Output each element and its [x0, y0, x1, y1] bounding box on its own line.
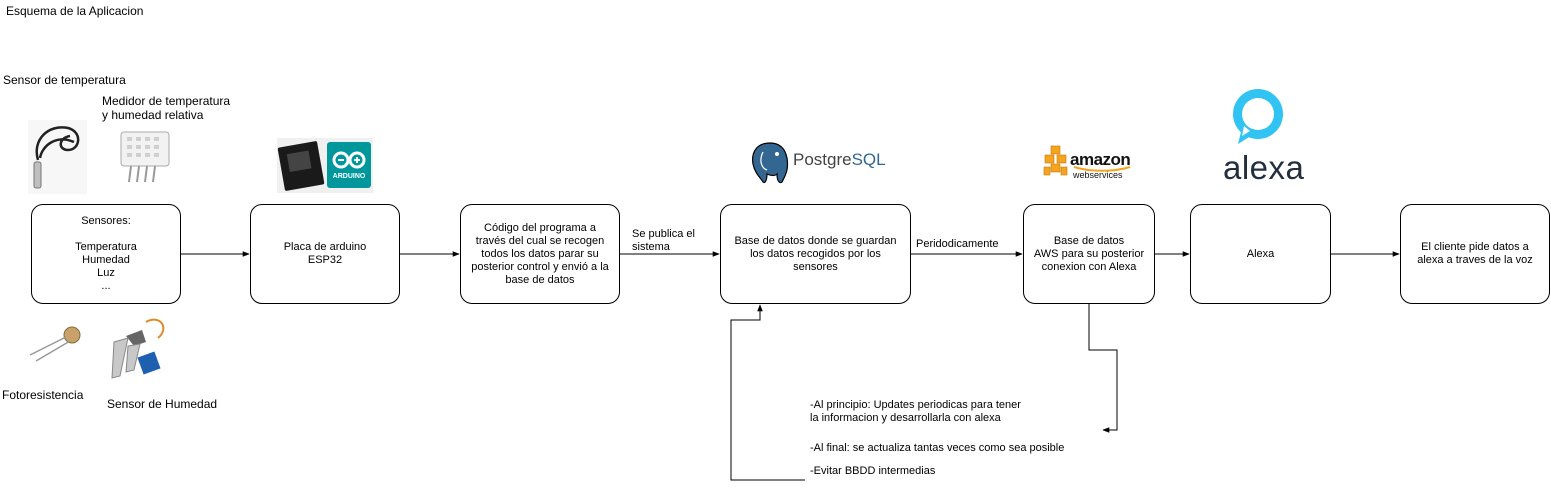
- box-postgres[interactable]: Base de datos donde se guardan los datos…: [720, 204, 911, 304]
- webservices-logo-text: webservices: [1073, 170, 1123, 180]
- label-fotoresistencia: Fotoresistencia: [2, 388, 84, 402]
- label-sensor-temperatura: Sensor de temperatura: [3, 73, 126, 87]
- postgres-elephant-icon: [752, 142, 789, 184]
- arduino-logo-text: ARDUINO: [332, 173, 366, 180]
- box-postgres-text: Base de datos donde se guardan los datos…: [734, 234, 897, 273]
- photoresistor-image: [29, 326, 81, 362]
- box-arduino[interactable]: Placa de arduino ESP32: [250, 204, 400, 304]
- label-sensor-humedad: Sensor de Humedad: [107, 397, 218, 411]
- temperature-probe-image: [28, 120, 87, 194]
- box-cliente-text: El cliente pide datos a alexa a traves d…: [1417, 241, 1533, 266]
- arduino-esp32-image: ARDUINO: [277, 138, 373, 193]
- box-alexa[interactable]: Alexa: [1190, 204, 1331, 304]
- amazon-logo-text: amazon: [1070, 150, 1131, 169]
- note-evitar-bbdd: -Evitar BBDD intermedias: [810, 465, 936, 477]
- box-aws[interactable]: Base de datos AWS para su posterior cone…: [1023, 204, 1155, 304]
- postgres-logo-text: PostgreSQL: [793, 150, 886, 170]
- box-cliente[interactable]: El cliente pide datos a alexa a traves d…: [1400, 204, 1550, 304]
- note-al-final: -Al final: se actualiza tantas veces com…: [810, 442, 1065, 454]
- edge-label-publica: Se publica el sistema: [632, 228, 695, 253]
- note-al-principio: -Al principio: Updates periodicas para t…: [810, 399, 1021, 424]
- aws-cubes-icon: [1043, 145, 1068, 176]
- box-aws-text: Base de datos AWS para su posterior cone…: [1033, 234, 1145, 273]
- box-sensores-text: Sensores: Temperatura Humedad Luz ...: [75, 215, 137, 292]
- alexa-ring-icon: [1233, 89, 1283, 144]
- diagram-title: Esquema de la Aplicacion: [6, 4, 144, 18]
- box-sensores[interactable]: Sensores: Temperatura Humedad Luz ...: [31, 204, 181, 304]
- arrow-aws-notes: [1088, 303, 1118, 433]
- postgres-logo-part-b: SQL: [851, 150, 886, 169]
- label-medidor: Medidor de temperatura y humedad relativ…: [102, 94, 231, 122]
- amazon-smile-icon: [1073, 166, 1131, 172]
- arrow-notes-postgres: [730, 304, 805, 481]
- box-arduino-text: Placa de arduino ESP32: [283, 241, 367, 266]
- box-codigo[interactable]: Código del programa a través del cual se…: [460, 204, 620, 304]
- soil-sensor-image: [111, 318, 165, 379]
- edge-label-periodicamente: Peridodicamente: [916, 238, 999, 250]
- alexa-logo-text: alexa: [1223, 149, 1305, 186]
- postgres-logo-part-a: Postgre: [793, 150, 852, 169]
- box-codigo-text: Código del programa a través del cual se…: [471, 221, 609, 286]
- esp32-board-icon: [277, 141, 371, 191]
- dht-sensor-image: [120, 131, 170, 183]
- box-alexa-text: Alexa: [1246, 247, 1275, 260]
